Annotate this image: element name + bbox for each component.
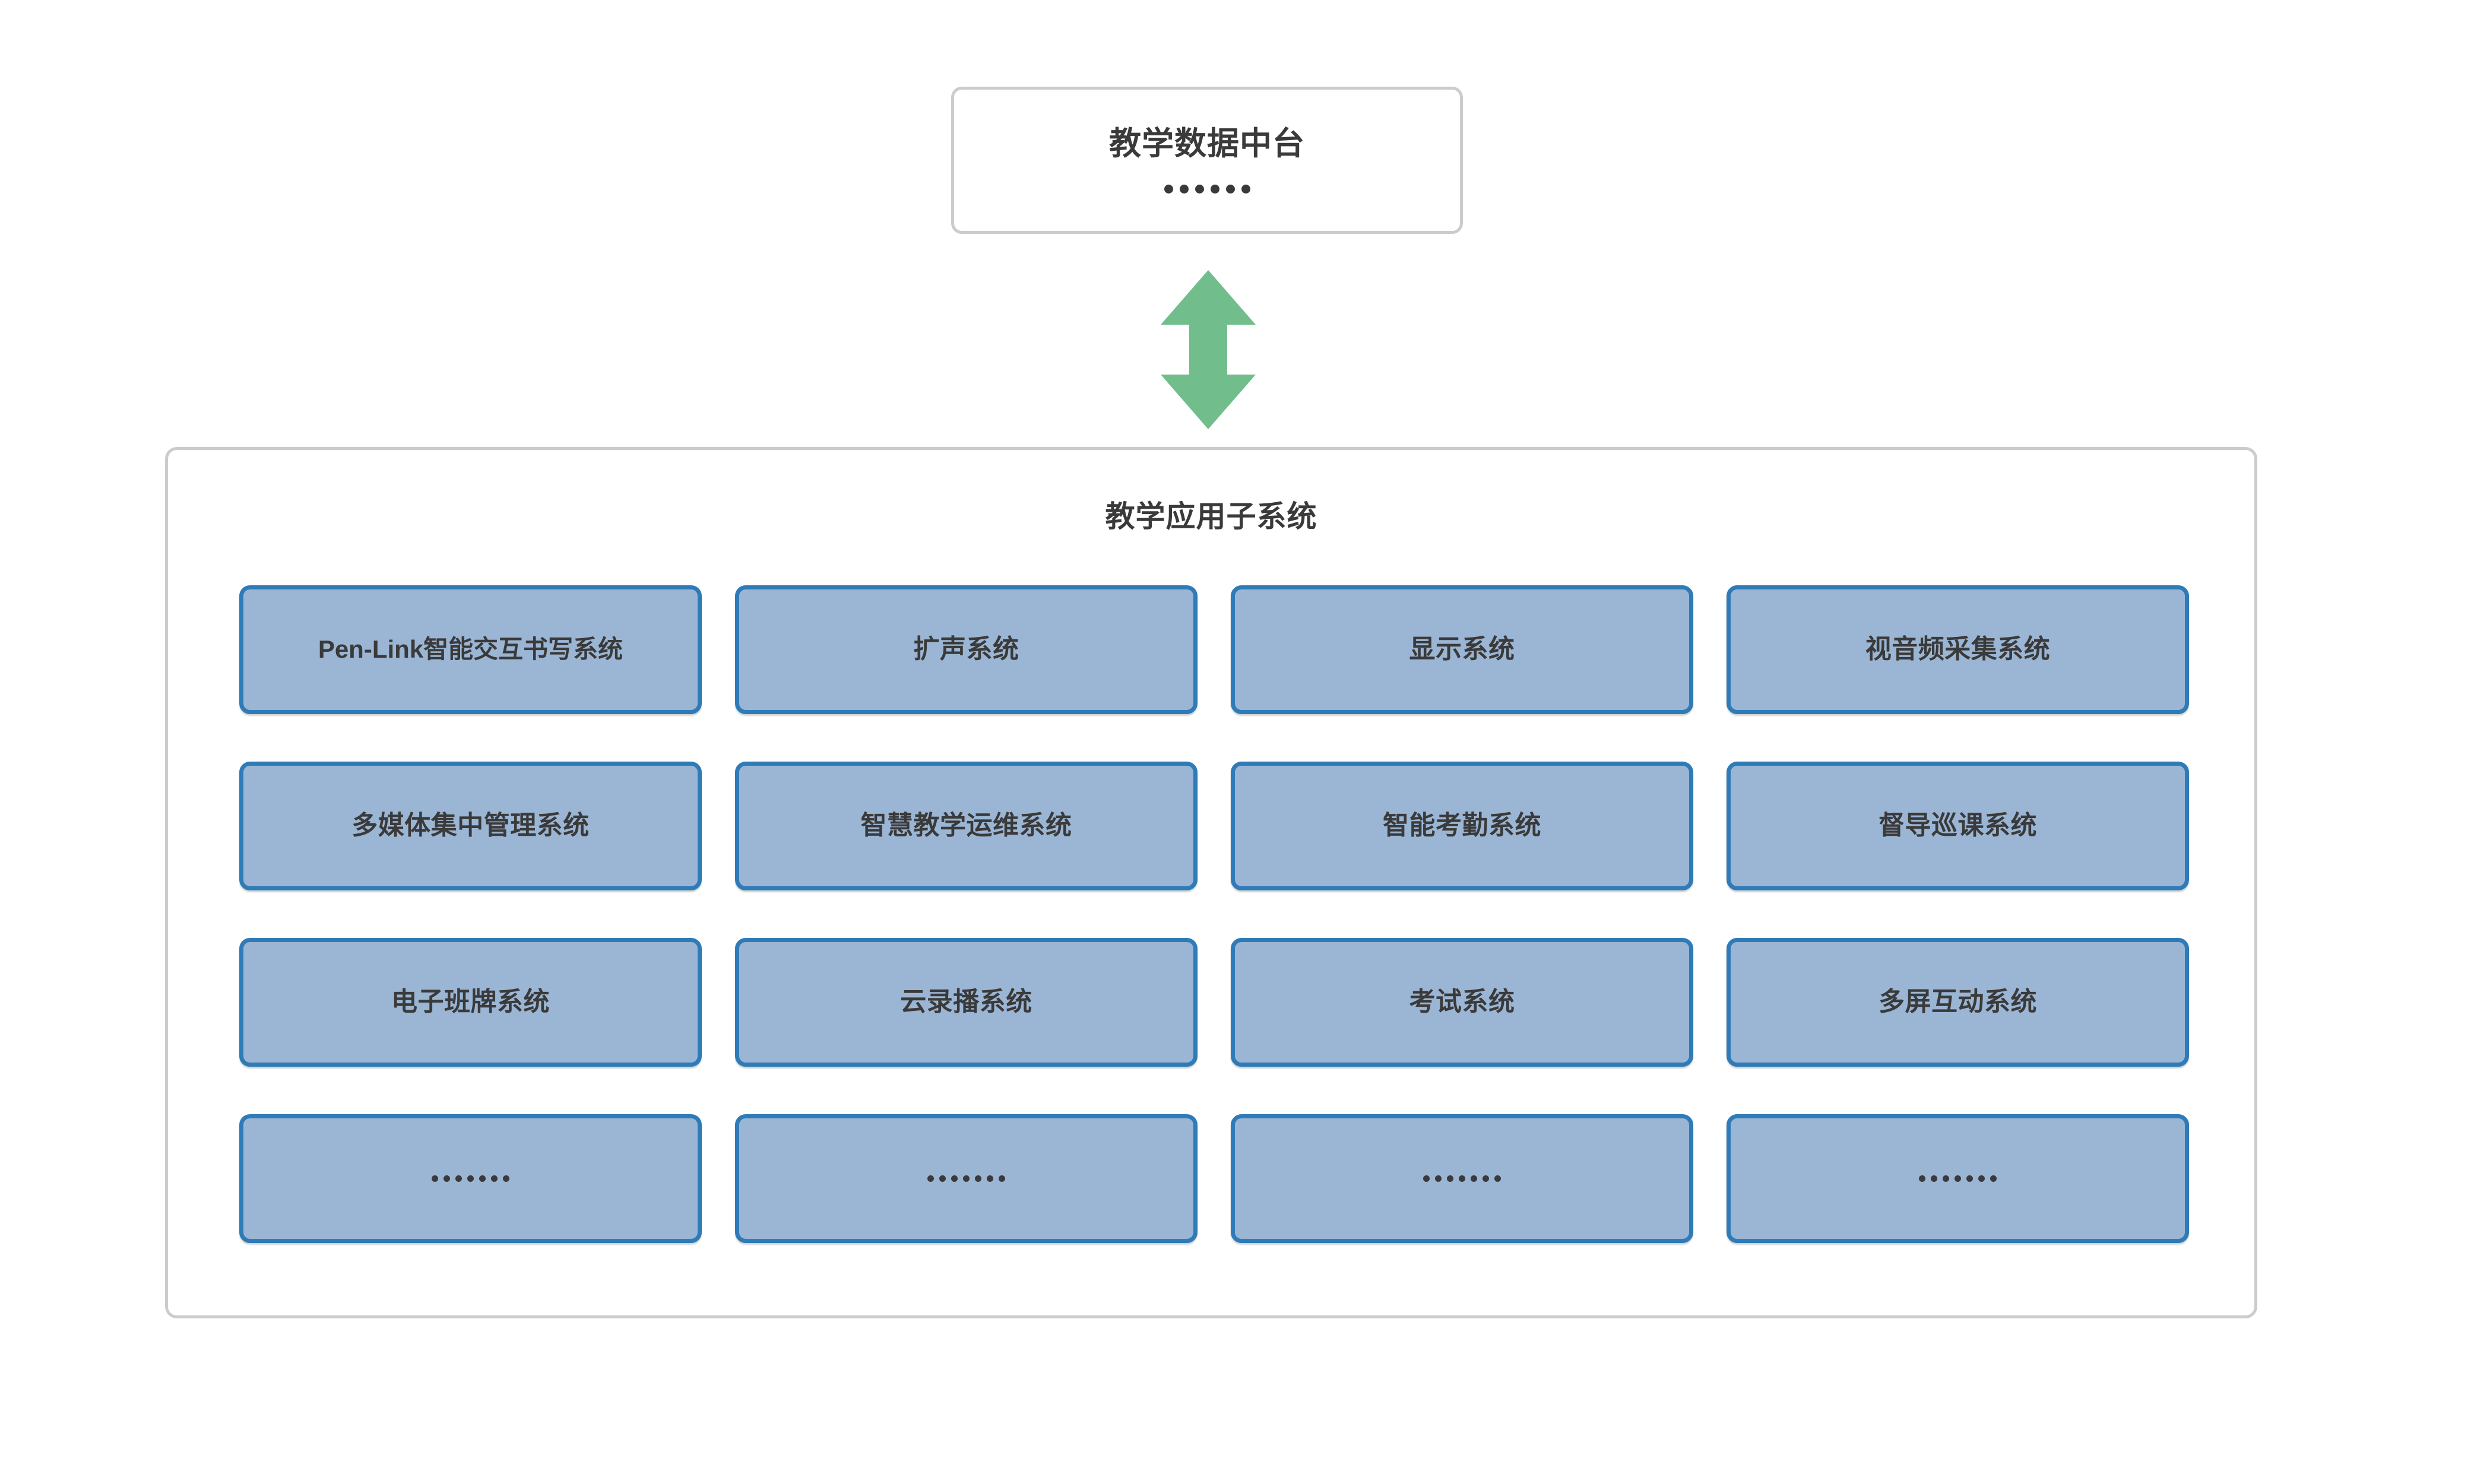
ellipsis-dot [975, 1175, 981, 1182]
subsystem-tile[interactable]: 智慧教学运维系统 [735, 762, 1198, 890]
data-platform-title: 教学数据中台 [1109, 125, 1305, 161]
subsystem-tile[interactable] [1727, 1114, 2189, 1243]
subsystem-tile[interactable]: 电子班牌系统 [239, 938, 702, 1067]
ellipsis-dot [1931, 1175, 1937, 1182]
subsystem-tile-label: 扩声系统 [913, 635, 1019, 664]
ellipsis-dot [1164, 184, 1173, 194]
subsystem-tile-ellipsis [1919, 1175, 1997, 1182]
ellipsis-dot [1483, 1175, 1489, 1182]
ellipsis-dot [1459, 1175, 1465, 1182]
subsystem-tile[interactable]: 视音频采集系统 [1727, 585, 2189, 714]
ellipsis-dot [1943, 1175, 1949, 1182]
subsystem-tile-label: 智能考勤系统 [1383, 811, 1541, 841]
subsystem-tile[interactable]: 考试系统 [1231, 938, 1693, 1067]
subsystem-tile-ellipsis [432, 1175, 509, 1182]
subsystem-panel-title: 教学应用子系统 [1105, 500, 1317, 533]
ellipsis-dot [467, 1175, 474, 1182]
subsystem-tile[interactable]: 显示系统 [1231, 585, 1693, 714]
subsystem-tile-label: 显示系统 [1409, 635, 1515, 664]
subsystem-tile-label: 考试系统 [1409, 987, 1515, 1017]
subsystem-tile-label: 督导巡课系统 [1879, 811, 2037, 841]
ellipsis-dot [1435, 1175, 1442, 1182]
subsystem-tile-label: 多媒体集中管理系统 [351, 811, 590, 841]
ellipsis-dot [1195, 184, 1204, 194]
ellipsis-dot [927, 1175, 934, 1182]
ellipsis-dot [444, 1175, 450, 1182]
ellipsis-dot [479, 1175, 486, 1182]
ellipsis-dot [432, 1175, 438, 1182]
ellipsis-dot [455, 1175, 462, 1182]
subsystem-tile-label: 多屏互动系统 [1879, 987, 2037, 1017]
subsystem-tile[interactable] [735, 1114, 1198, 1243]
subsystem-tile-label: 云录播系统 [900, 987, 1032, 1017]
subsystem-tile-label: 智慧教学运维系统 [860, 811, 1072, 841]
subsystem-tile-ellipsis [1423, 1175, 1501, 1182]
ellipsis-dot [491, 1175, 498, 1182]
subsystem-tile[interactable]: 智能考勤系统 [1231, 762, 1693, 890]
subsystem-tile-ellipsis [927, 1175, 1005, 1182]
ellipsis-dot [503, 1175, 509, 1182]
ellipsis-dot [1179, 184, 1189, 194]
data-platform-card: 教学数据中台 [951, 87, 1463, 234]
ellipsis-dot [1919, 1175, 1925, 1182]
subsystem-tile[interactable]: 扩声系统 [735, 585, 1198, 714]
ellipsis-dot [1966, 1175, 1973, 1182]
ellipsis-dot [951, 1175, 958, 1182]
subsystem-tile-grid: Pen-Link智能交互书写系统 扩声系统 显示系统 视音频采集系统多媒体集中管理系统… [239, 585, 2189, 1243]
subsystem-tile[interactable]: Pen-Link智能交互书写系统 [239, 585, 702, 714]
ellipsis-dot [1241, 184, 1250, 194]
ellipsis-dot [987, 1175, 993, 1182]
subsystem-tile[interactable]: 督导巡课系统 [1727, 762, 2189, 890]
subsystem-tile-label: Pen-Link智能交互书写系统 [318, 635, 623, 664]
ellipsis-dot [1423, 1175, 1430, 1182]
subsystem-tile-label: 视音频采集系统 [1865, 635, 2051, 664]
ellipsis-dot [939, 1175, 946, 1182]
data-platform-ellipsis [1164, 184, 1250, 194]
teaching-application-subsystem-panel: 教学应用子系统 Pen-Link智能交互书写系统扩声系统显示系统视音频采集系统多… [165, 447, 2257, 1318]
ellipsis-dot [1978, 1175, 1985, 1182]
ellipsis-dot [963, 1175, 970, 1182]
ellipsis-dot [1210, 184, 1219, 194]
ellipsis-dot [1447, 1175, 1453, 1182]
subsystem-tile[interactable] [1231, 1114, 1693, 1243]
ellipsis-dot [1225, 184, 1235, 194]
subsystem-tile[interactable] [239, 1114, 702, 1243]
ellipsis-dot [1955, 1175, 1961, 1182]
ellipsis-dot [999, 1175, 1005, 1182]
ellipsis-dot [1494, 1175, 1501, 1182]
subsystem-tile[interactable]: 多媒体集中管理系统 [239, 762, 702, 890]
subsystem-tile[interactable]: 云录播系统 [735, 938, 1198, 1067]
subsystem-tile[interactable]: 多屏互动系统 [1727, 938, 2189, 1067]
ellipsis-dot [1990, 1175, 1997, 1182]
ellipsis-dot [1471, 1175, 1477, 1182]
bidirectional-vertical-arrow-icon [1161, 270, 1256, 429]
subsystem-tile-label: 电子班牌系统 [391, 987, 550, 1017]
